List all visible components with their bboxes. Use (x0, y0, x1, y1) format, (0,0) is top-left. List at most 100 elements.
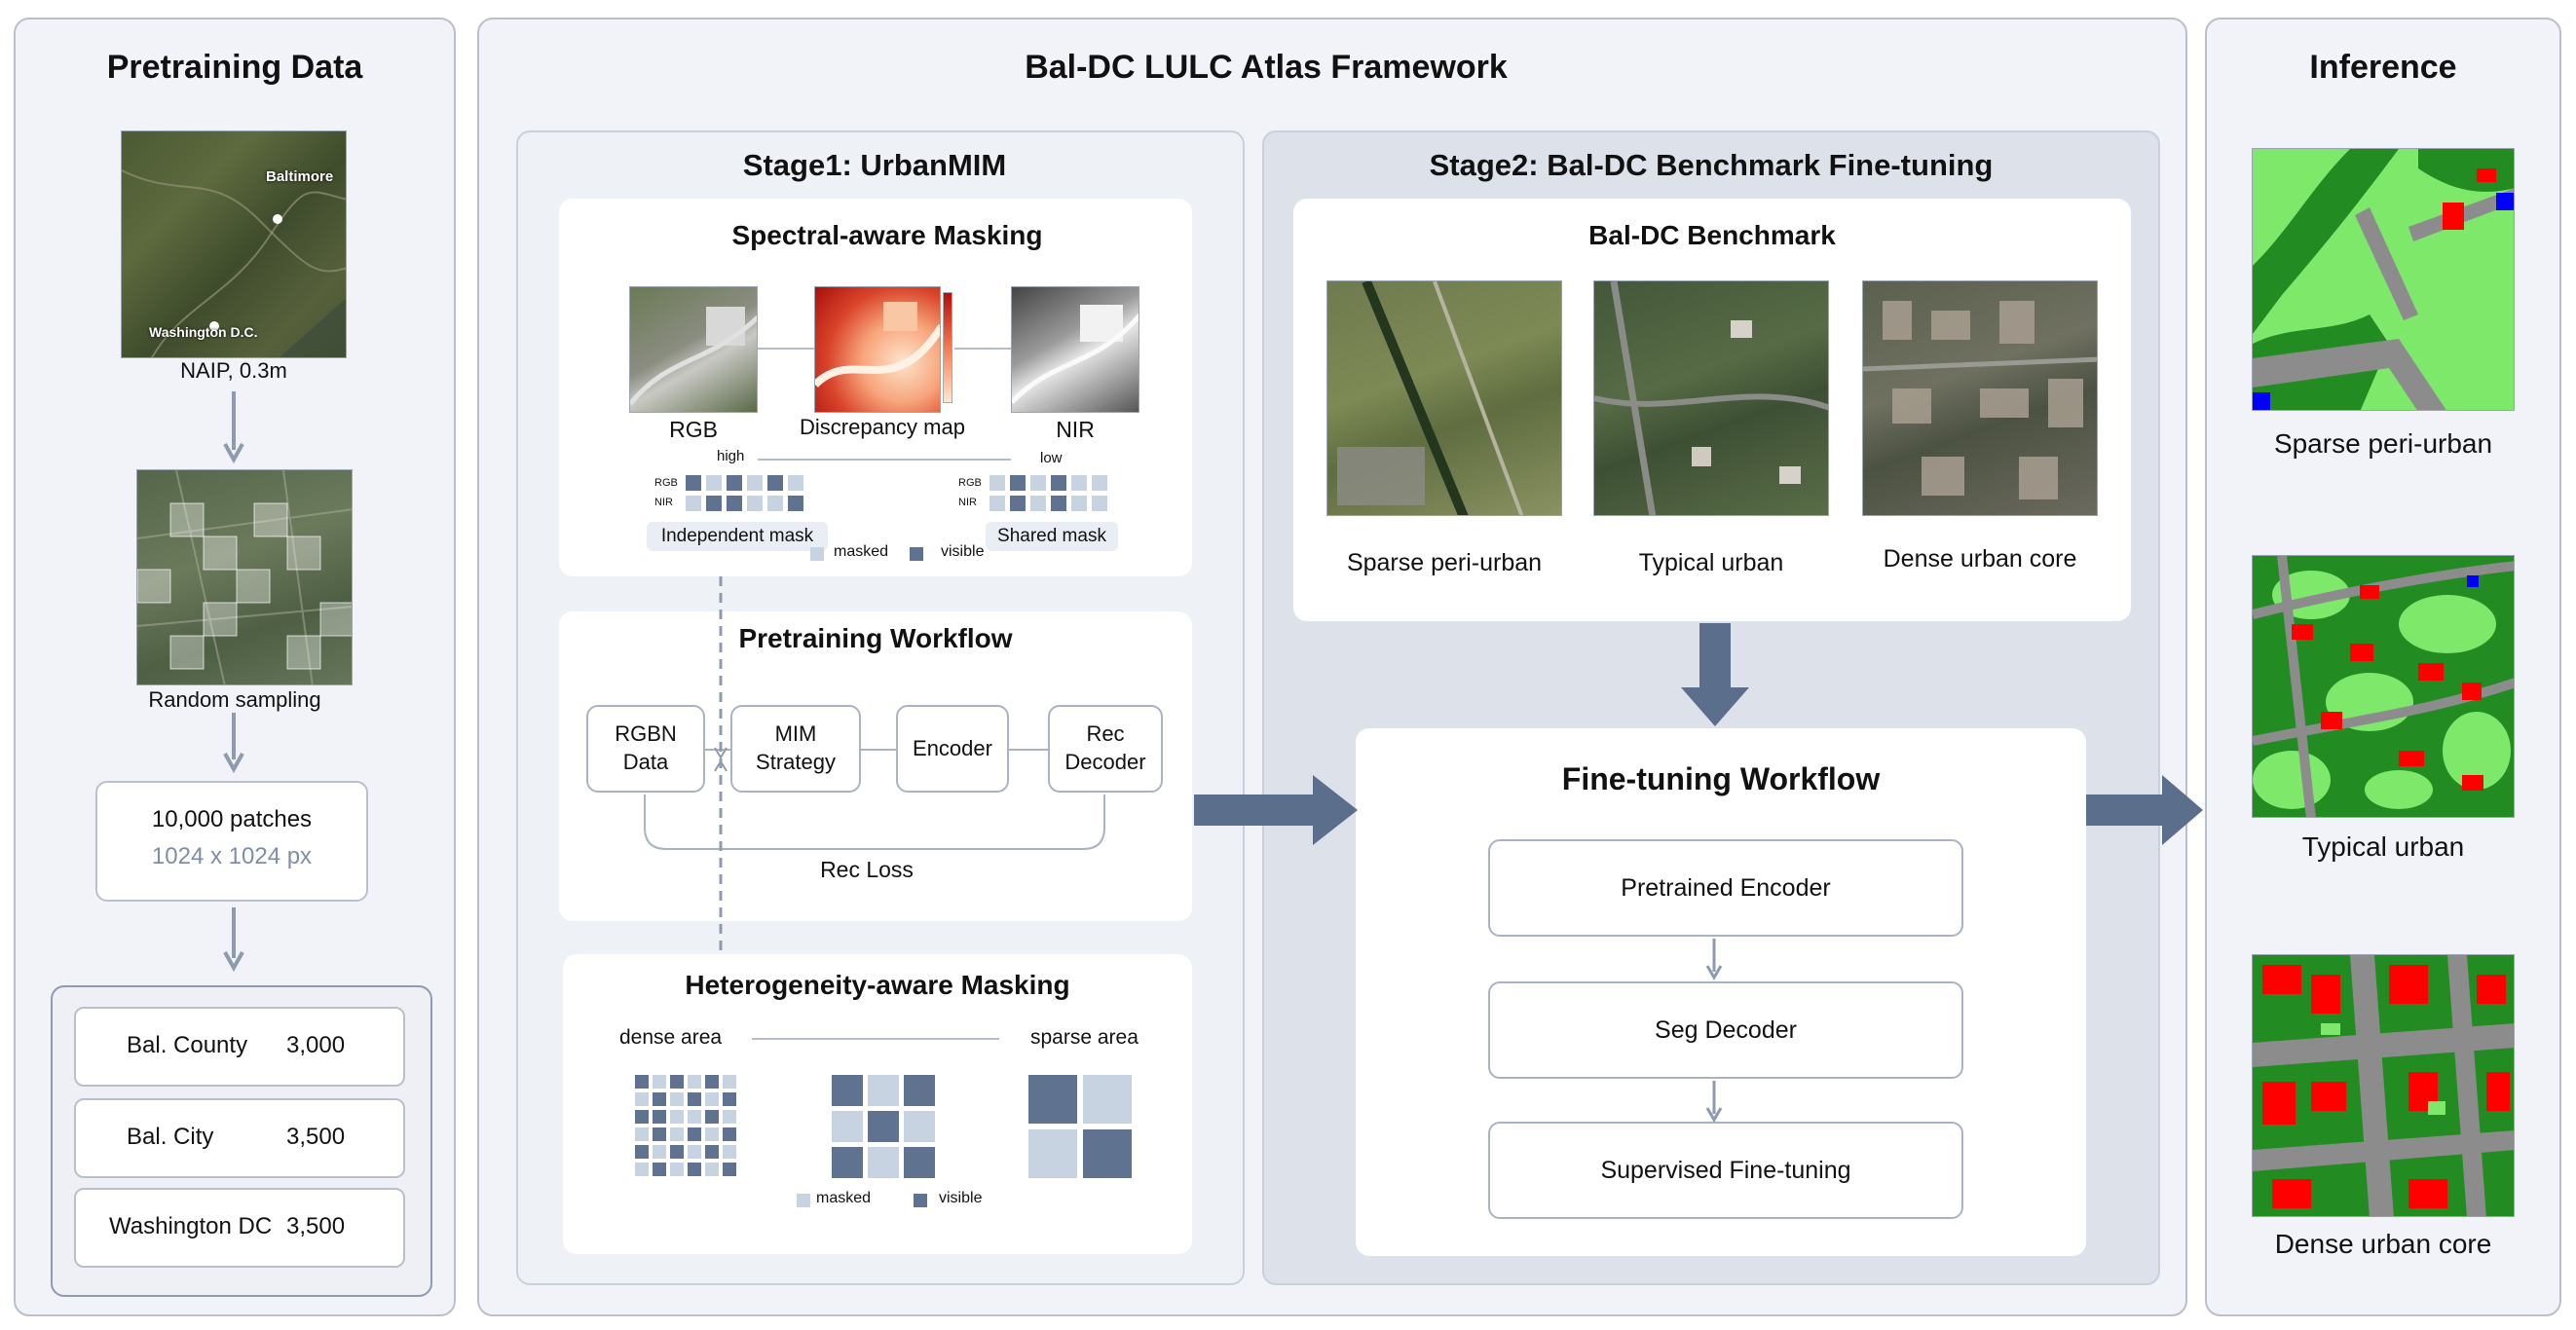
rec-decoder-node: Rec Decoder (1048, 705, 1163, 793)
region-row-city (74, 1098, 405, 1178)
mask-cell (1051, 475, 1066, 491)
stage1-title: Stage1: UrbanMIM (742, 148, 1007, 182)
het-legend-masked-label: masked (816, 1190, 872, 1206)
benchmark-caption-typical: Typical urban (1638, 549, 1784, 576)
mask-cell (1010, 475, 1026, 491)
rgb-image (629, 286, 758, 413)
benchmark-image-sparse (1326, 280, 1562, 516)
mask-cell (723, 1110, 736, 1124)
mask-cell (670, 1110, 684, 1124)
medium-mask-grid (832, 1075, 935, 1178)
mask-cell (688, 1127, 701, 1141)
sparse-area-label: sparse area (1030, 1026, 1139, 1049)
inference-title: Inference (2309, 49, 2457, 86)
mask-cell (670, 1163, 684, 1176)
mask-cell (747, 496, 763, 511)
mask-cell (688, 1110, 701, 1124)
mask-cell (727, 475, 742, 491)
mask-cell (788, 475, 803, 491)
sampling-caption: Random sampling (148, 687, 321, 712)
mask-cell (989, 496, 1005, 511)
dense-mask-grid (635, 1075, 736, 1176)
mask-cell (1028, 1129, 1077, 1178)
mask-cell (832, 1075, 863, 1106)
legend-masked-swatch (810, 547, 824, 561)
rgb-label: RGB (669, 417, 718, 442)
shared-mask-grid (989, 475, 1107, 511)
region-row-dc (74, 1188, 405, 1268)
finetune-arrow-1 (1705, 939, 1723, 980)
stage2-title: Stage2: Bal-DC Benchmark Fine-tuning (1429, 148, 1994, 182)
discrepancy-map-label: Discrepancy map (800, 415, 965, 439)
mask-cell (904, 1075, 935, 1106)
encoder-node: Encoder (896, 705, 1009, 793)
region-count-city: 3,500 (286, 1124, 346, 1150)
framework-title: Bal-DC LULC Atlas Framework (1025, 49, 1508, 86)
mask-cell (904, 1111, 935, 1142)
mask-cell (653, 1092, 666, 1106)
het-legend-visible-swatch (914, 1194, 927, 1207)
legend-visible-label: visible (941, 543, 985, 560)
mask-cell (723, 1145, 736, 1159)
mask-cell (635, 1110, 649, 1124)
mask-cell (688, 1163, 701, 1176)
mask-cell (788, 496, 803, 511)
mask-cell (904, 1147, 935, 1178)
independent-mask-grid (686, 475, 803, 511)
naip-caption: NAIP, 0.3m (180, 358, 287, 383)
shared-band-nir: NIR (958, 497, 977, 508)
mask-cell (1010, 496, 1026, 511)
benchmark-image-typical (1593, 280, 1829, 516)
mask-cell (723, 1075, 736, 1089)
mask-cell (653, 1075, 666, 1089)
map-label-washington: Washington D.C. (149, 324, 258, 340)
mask-cell (705, 1145, 719, 1159)
shared-band-rgb: RGB (958, 477, 982, 489)
patches-size: 1024 x 1024 px (151, 843, 313, 869)
inference-caption-dense: Dense urban core (2274, 1229, 2492, 1259)
rec-loss-label: Rec Loss (820, 857, 914, 882)
mask-cell (653, 1127, 666, 1141)
mask-cell (653, 1163, 666, 1176)
mask-cell (635, 1145, 649, 1159)
mask-cell (670, 1145, 684, 1159)
mask-cell (868, 1111, 899, 1142)
mask-cell (1030, 475, 1046, 491)
mask-cell (1051, 496, 1066, 511)
het-legend-visible-label: visible (939, 1190, 983, 1206)
naip-overview-image: Baltimore Washington D.C. (121, 130, 347, 358)
mim-strategy-node: MIM Strategy (730, 705, 861, 793)
inference-caption-sparse: Sparse peri-urban (2273, 428, 2493, 459)
benchmark-image-dense (1862, 280, 2098, 516)
mask-cell (1071, 496, 1087, 511)
mask-cell (1092, 496, 1107, 511)
heterogeneity-masking-title: Heterogeneity-aware Masking (685, 970, 1070, 1000)
discrepancy-map-image (814, 286, 941, 413)
mask-cell (705, 1163, 719, 1176)
density-divider (752, 1038, 999, 1040)
mask-cell (868, 1147, 899, 1178)
inference-caption-typical: Typical urban (2301, 831, 2465, 862)
arrow-down-3 (223, 907, 244, 972)
seg-decoder-step: Seg Decoder (1488, 981, 1963, 1079)
mask-cell (1083, 1075, 1132, 1124)
mask-cell (688, 1092, 701, 1106)
region-name-dc: Washington DC (109, 1213, 273, 1239)
region-count-county: 3,000 (286, 1032, 346, 1058)
mask-cell (1030, 496, 1046, 511)
discrepancy-colorbar (943, 292, 952, 403)
pretrained-encoder-step: Pretrained Encoder (1488, 839, 1963, 937)
legend-masked-label: masked (834, 543, 889, 560)
pretraining-data-title: Pretraining Data (106, 49, 363, 86)
region-name-county: Bal. County (127, 1032, 248, 1058)
map-label-baltimore: Baltimore (266, 168, 334, 185)
mask-cell (832, 1111, 863, 1142)
arrow-benchmark-to-finetune (1681, 623, 1749, 726)
mask-cell (670, 1075, 684, 1089)
mask-cell (767, 475, 783, 491)
mask-cell (832, 1147, 863, 1178)
supervised-finetuning-step: Supervised Fine-tuning (1488, 1122, 1963, 1219)
pretraining-workflow-title: Pretraining Workflow (738, 623, 1013, 653)
independent-band-rgb: RGB (654, 477, 678, 489)
region-count-dc: 3,500 (286, 1213, 346, 1239)
